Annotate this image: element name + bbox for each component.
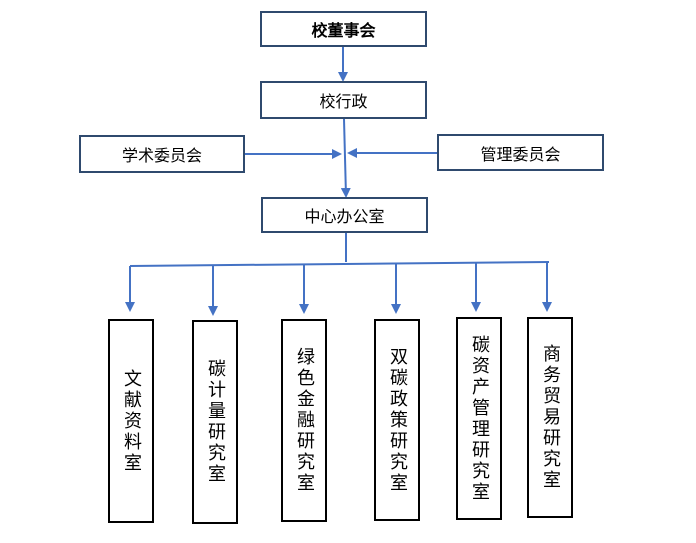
- lab-box-dual-carbon-policy: 双碳政策研究室: [374, 319, 420, 521]
- center-office-box: 中心办公室: [261, 197, 428, 233]
- lab-box-carbon-measurement: 碳计量研究室: [192, 320, 238, 524]
- lab-label-carbon-asset-management: 碳资产管理研究室: [469, 334, 490, 503]
- lab-label-green-finance: 绿色金融研究室: [294, 347, 315, 494]
- lab-box-green-finance: 绿色金融研究室: [281, 319, 327, 522]
- academic-committee-label: 学术委员会: [121, 146, 202, 165]
- management-committee-box: 管理委员会: [437, 134, 604, 171]
- distribution-bus: [129, 261, 550, 267]
- school-admin-label: 校行政: [319, 92, 368, 111]
- lab-label-carbon-measurement: 碳计量研究室: [205, 359, 226, 485]
- academic-committee-box: 学术委员会: [79, 135, 245, 173]
- lab-box-literature: 文献资料室: [108, 319, 154, 523]
- lab-box-business-trade: 商务贸易研究室: [527, 317, 573, 518]
- school-admin-box: 校行政: [260, 81, 427, 119]
- lab-label-literature: 文献资料室: [121, 368, 142, 474]
- arrow-admin-to-office: [340, 118, 351, 198]
- lab-label-business-trade: 商务贸易研究室: [540, 344, 561, 491]
- school-board-box: 校董事会: [260, 11, 427, 47]
- lab-box-carbon-asset-management: 碳资产管理研究室: [456, 317, 502, 520]
- school-board-label: 校董事会: [311, 21, 376, 40]
- center-office-label: 中心办公室: [304, 207, 385, 226]
- lab-label-dual-carbon-policy: 双碳政策研究室: [387, 346, 408, 494]
- management-committee-label: 管理委员会: [480, 144, 561, 164]
